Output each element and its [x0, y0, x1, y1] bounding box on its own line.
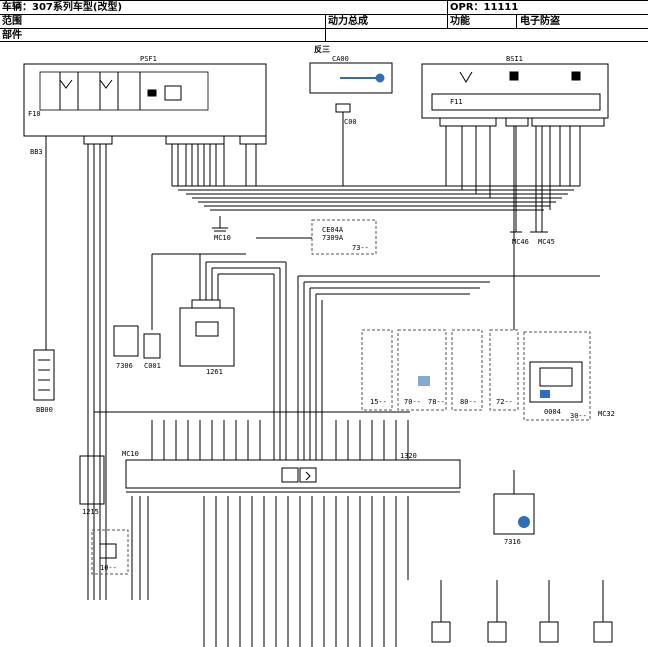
ce04a-num-label: 73--	[352, 244, 369, 252]
relay-1215-label: 1215	[82, 508, 99, 516]
module-70-label: 70--	[404, 398, 421, 406]
ground-mc45-label: MC45	[538, 238, 555, 246]
ca00-label: CA00	[332, 55, 349, 63]
scope-label: 范围	[2, 16, 22, 27]
header-divider	[325, 14, 326, 42]
opr-code: OPR：11111	[450, 2, 519, 13]
ce04a-sub-label: 7309A	[322, 234, 344, 242]
relay-7306	[113, 325, 139, 357]
c001-label: C001	[144, 362, 161, 370]
function-label: 功能	[450, 16, 470, 27]
header-row-vehicle: 车辆：307系列车型(改型) OPR：11111	[0, 0, 648, 14]
ground-mc32-label: MC32	[598, 410, 615, 418]
header-row-parts: 部件	[0, 28, 648, 42]
module-0004	[529, 361, 583, 403]
module-7316	[493, 493, 535, 535]
vehicle-title: 车辆：307系列车型(改型)	[2, 2, 123, 13]
system-name: 动力总成	[328, 16, 368, 27]
module-80-label: 80--	[460, 398, 477, 406]
header-divider	[516, 14, 517, 28]
function-value: 电子防盗	[520, 16, 560, 27]
module-15-label: 15--	[370, 398, 387, 406]
header-divider	[447, 0, 448, 28]
module-1261	[179, 307, 235, 367]
header-row-scope: 范围 动力总成 功能 电子防盗	[0, 14, 648, 28]
connector-c001	[143, 333, 161, 359]
ground-mc46-label: MC46	[512, 238, 529, 246]
ce04a-box	[311, 219, 377, 255]
ecu-1320	[125, 459, 461, 489]
ce04a-label: CE04A	[322, 226, 344, 234]
bb3-label: BB3	[30, 148, 43, 156]
parts-label: 部件	[2, 30, 22, 41]
ca00-title: 反三	[314, 44, 330, 54]
fuse-f11-label: F11	[450, 98, 463, 106]
module-10-label: 10--	[100, 564, 117, 572]
module-7316-label: 7316	[504, 538, 521, 546]
ground-mc10a-label: MC10	[214, 234, 231, 242]
relay-7306-label: 7306	[116, 362, 133, 370]
psf1-label: PSF1	[140, 55, 157, 63]
psf1-module	[23, 63, 267, 137]
battery-bb00	[33, 349, 55, 401]
module-72-label: 72--	[496, 398, 513, 406]
ground-mc10b-label: MC10	[122, 450, 139, 458]
c00-label: C00	[344, 118, 357, 126]
module-0004-label: 0004	[544, 408, 561, 416]
module-30-label: 30--	[570, 412, 587, 420]
module-1261-label: 1261	[206, 368, 223, 376]
wiring-diagram: PSF1 BSI1 反三 CA00 CE04A 7309A 73-- 1320 …	[23, 44, 615, 647]
fuse-f10-label: F10	[28, 110, 41, 118]
ecu-1320-label: 1320	[400, 452, 417, 460]
relay-1215	[79, 455, 105, 505]
module-78-label: 78--	[428, 398, 445, 406]
ca00-switch	[309, 62, 393, 94]
bsi1-label: BSI1	[506, 55, 523, 63]
battery-bb00-label: BB00	[36, 406, 53, 414]
